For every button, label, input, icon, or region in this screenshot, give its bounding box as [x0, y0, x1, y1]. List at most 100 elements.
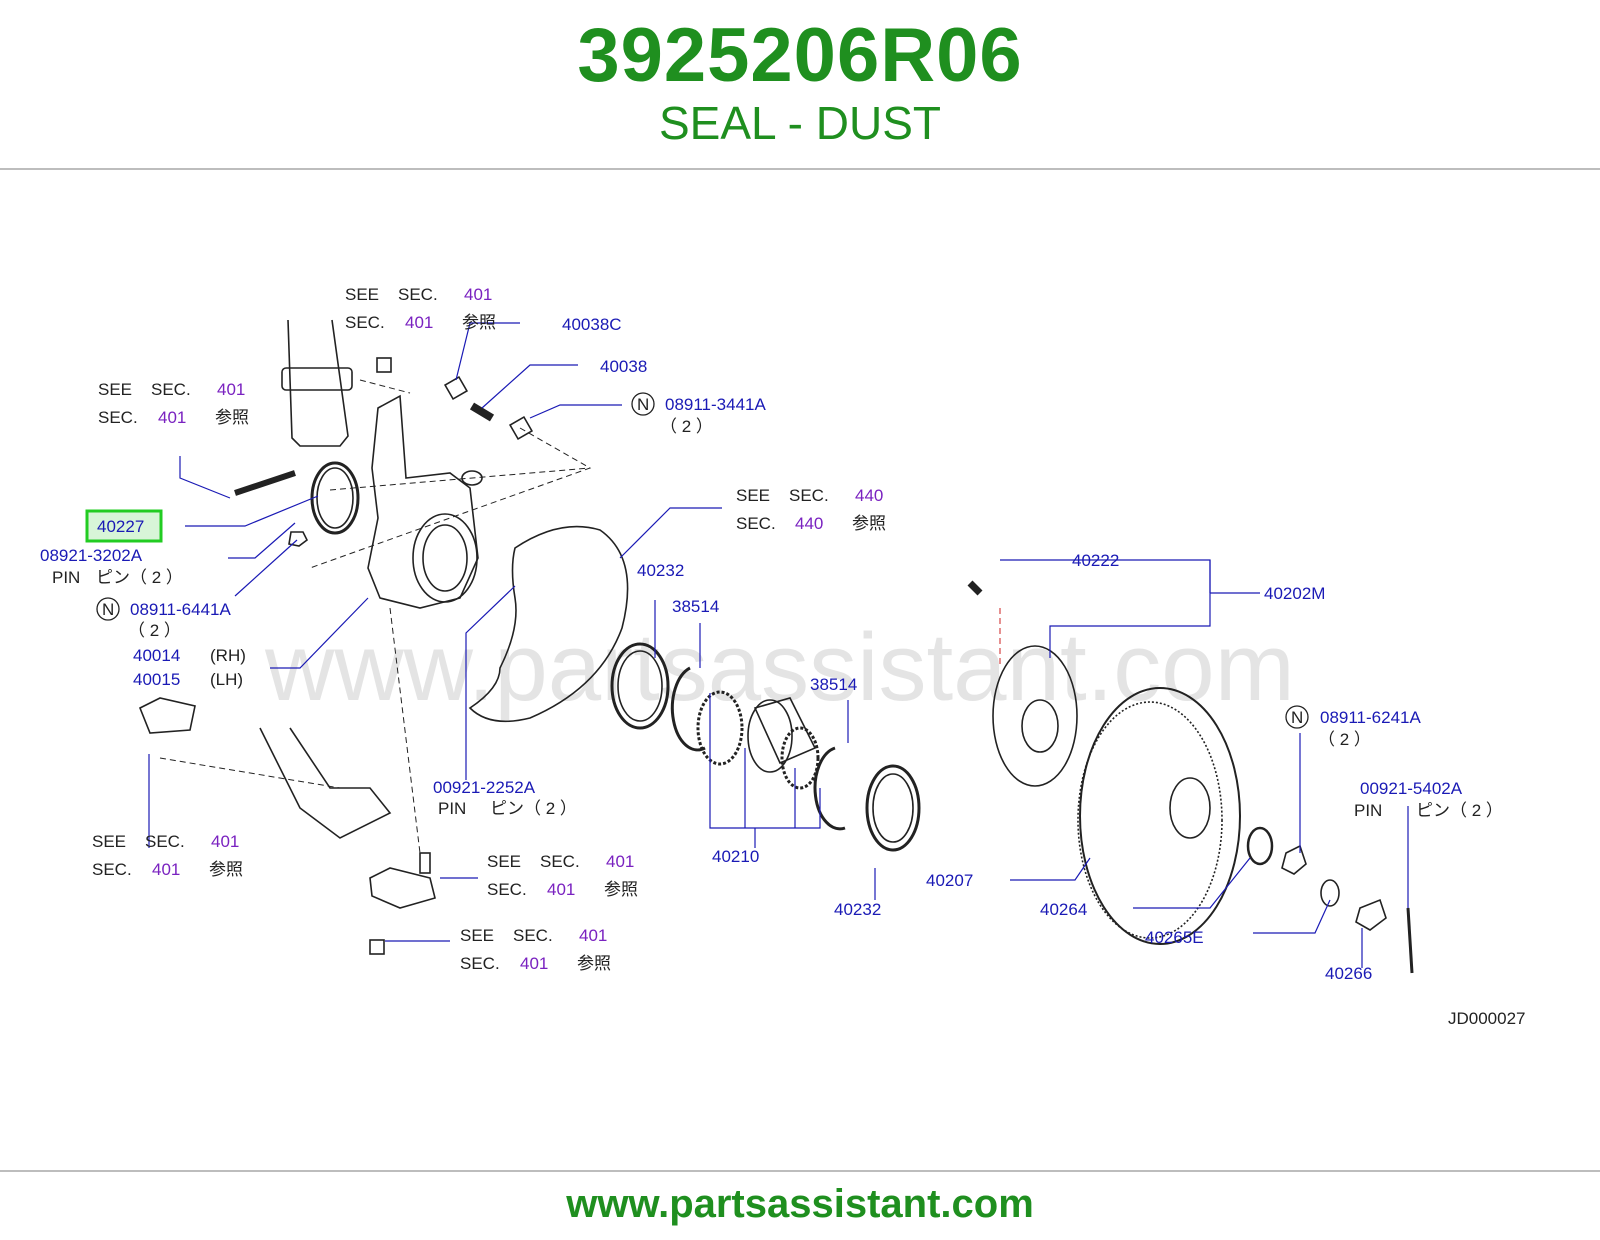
sec-label: SEC.	[92, 860, 132, 879]
section-link[interactable]: 401	[547, 880, 575, 899]
section-link[interactable]: 440	[795, 514, 823, 533]
part-link-08911-6241a[interactable]: 08911-6241A	[1320, 708, 1421, 727]
bolt-40038-drawing	[469, 402, 495, 422]
bearing-inner-drawing	[780, 726, 820, 790]
highlight-box	[85, 509, 163, 543]
knuckle-bore-inner-drawing	[422, 524, 468, 592]
sec-label: SEC.	[345, 313, 385, 332]
grease-cap-drawing	[1320, 879, 1340, 907]
sec-label: SEC.	[398, 285, 438, 304]
snap-ring-drawing	[670, 666, 706, 752]
see-label: SEE	[487, 852, 521, 871]
part-name-subtitle: SEAL - DUST	[658, 97, 942, 149]
knuckle-arm-drawing	[461, 470, 483, 486]
section-link[interactable]: 401	[152, 860, 180, 879]
lock-nut-drawing	[1281, 844, 1307, 875]
part-link-40207[interactable]: 40207	[926, 871, 973, 890]
sec-label: SEC.	[460, 954, 500, 973]
n-symbol-text: N	[102, 600, 114, 619]
part-link-00921-5402a[interactable]: 00921-5402A	[1360, 779, 1463, 798]
part-link-40210[interactable]: 40210	[712, 847, 759, 866]
nut-40038c-drawing	[443, 375, 469, 401]
part-link-00921-2252a[interactable]: 00921-2252A	[433, 778, 536, 797]
n-symbol-icon	[631, 392, 655, 416]
watermark: www.partsassistant.com	[264, 614, 1295, 721]
hub-bolt-drawing	[967, 580, 983, 596]
section-link[interactable]: 401	[520, 954, 548, 973]
oil-seal-2-inner-drawing	[872, 773, 914, 843]
upper-ball-joint-drawing	[138, 697, 196, 734]
footer-url-link[interactable]: www.partsassistant.com	[566, 1182, 1034, 1226]
small-nut-drawing	[288, 531, 309, 547]
quantity-label: （ 2 ）	[128, 621, 181, 640]
part-link-08911-3441a[interactable]: 08911-3441A	[665, 395, 766, 414]
pin-label: PIN	[52, 568, 80, 587]
disc-rotor-drawing	[1079, 687, 1241, 945]
section-link[interactable]: 401	[579, 926, 607, 945]
hub-flange-drawing	[992, 645, 1078, 787]
part-link-40014[interactable]: 40014	[133, 646, 180, 665]
rh-label: (RH)	[210, 646, 246, 665]
lh-label: (LH)	[210, 670, 243, 689]
oil-seal-2-drawing	[865, 764, 921, 852]
part-link-38514[interactable]: 38514	[810, 675, 857, 694]
part-link-40038[interactable]: 40038	[600, 357, 647, 376]
hub-center-drawing	[1021, 699, 1059, 753]
bearing-spacer-drawing	[753, 697, 817, 765]
part-link-40227[interactable]: 40227	[97, 517, 144, 536]
section-link[interactable]: 401	[464, 285, 492, 304]
section-link[interactable]: 440	[855, 486, 883, 505]
sec-label: SEC.	[487, 880, 527, 899]
section-link[interactable]: 401	[606, 852, 634, 871]
diagram-code: JD000027	[1448, 1009, 1526, 1028]
sec-label: SEC.	[540, 852, 580, 871]
sec-label: SEC.	[151, 380, 191, 399]
quantity-label: （ 2 ）	[1318, 730, 1371, 749]
n-symbol-icon	[1285, 705, 1309, 729]
ref-label: 参照	[215, 408, 249, 427]
see-label: SEE	[460, 926, 494, 945]
top-nut-drawing	[376, 357, 392, 373]
ball-stud-drawing	[419, 852, 431, 874]
lower-ball-joint-drawing	[369, 867, 436, 909]
pin-jp-label: ピン（ 2 ）	[490, 799, 577, 818]
see-label: SEE	[98, 380, 132, 399]
ref-label: 参照	[604, 880, 638, 899]
section-link[interactable]: 401	[158, 408, 186, 427]
steering-knuckle-drawing	[367, 394, 479, 609]
part-link-38514[interactable]: 38514	[672, 597, 719, 616]
part-link-40232[interactable]: 40232	[834, 900, 881, 919]
dust-backing-plate-drawing	[468, 525, 629, 723]
sec-label: SEC.	[789, 486, 829, 505]
sec-label: SEC.	[736, 514, 776, 533]
section-link[interactable]: 401	[405, 313, 433, 332]
section-link[interactable]: 401	[217, 380, 245, 399]
part-link-40266[interactable]: 40266	[1325, 964, 1372, 983]
part-link-40222[interactable]: 40222	[1072, 551, 1119, 570]
section-link[interactable]: 401	[211, 832, 239, 851]
disc-rotor-center-drawing	[1169, 777, 1211, 839]
n-symbol-text: N	[637, 395, 649, 414]
part-link-40264[interactable]: 40264	[1040, 900, 1087, 919]
adjusting-cap-drawing	[1355, 898, 1387, 931]
strut-drawing	[287, 319, 349, 447]
nut-08911-3441a-drawing	[508, 415, 534, 441]
part-link-40202m[interactable]: 40202M	[1264, 584, 1325, 603]
part-link-40038c[interactable]: 40038C	[562, 315, 622, 334]
see-label: SEE	[92, 832, 126, 851]
diagram-artwork	[138, 319, 1414, 974]
oil-seal-drawing	[610, 642, 670, 730]
footer-divider	[0, 1170, 1600, 1172]
bearing-outer-drawing	[696, 690, 744, 766]
dust-seal-inner-drawing	[316, 467, 354, 529]
ref-label: 参照	[577, 954, 611, 973]
leader-lines	[148, 322, 1409, 968]
part-link-08921-3202a[interactable]: 08921-3202A	[40, 546, 143, 565]
part-link-40265e[interactable]: 40265E	[1145, 928, 1204, 947]
part-link-40232[interactable]: 40232	[637, 561, 684, 580]
sec-label: SEC.	[98, 408, 138, 427]
part-link-08911-6441a[interactable]: 08911-6441A	[130, 600, 231, 619]
part-link-40015[interactable]: 40015	[133, 670, 180, 689]
see-label: SEE	[345, 285, 379, 304]
part-number-title: 3925206R06	[577, 13, 1023, 98]
